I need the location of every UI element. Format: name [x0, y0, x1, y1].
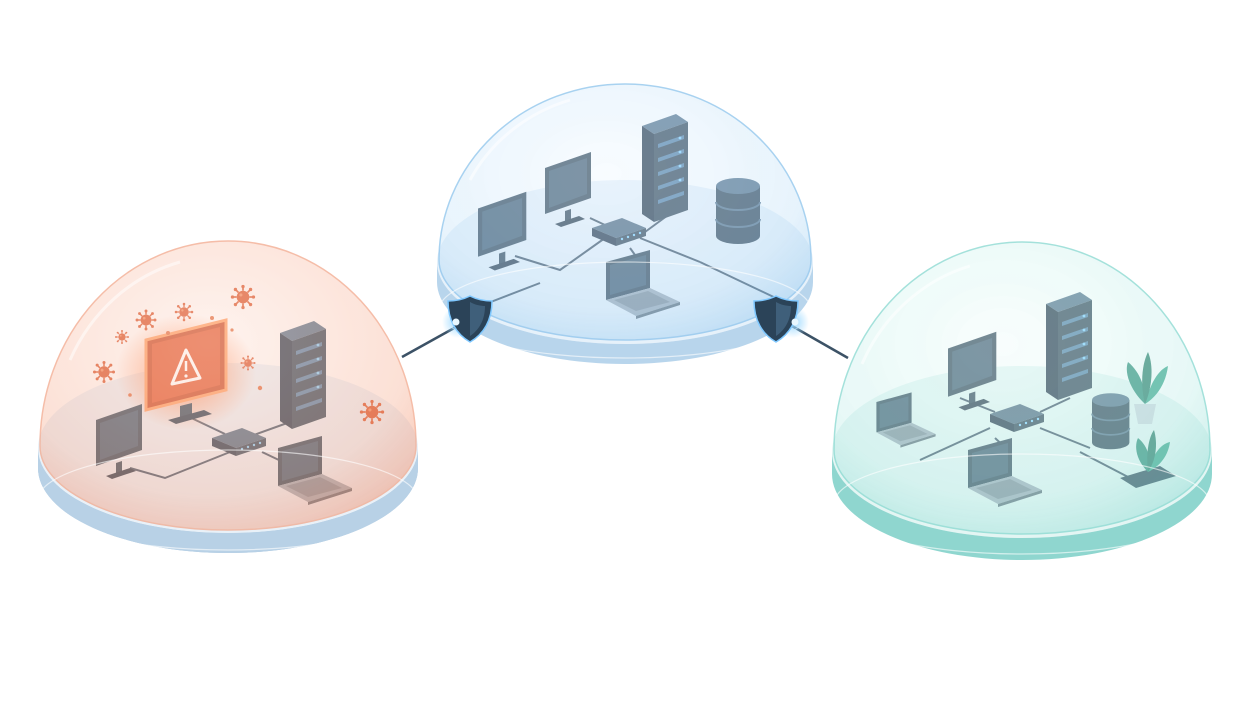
zone-infected-dome [39, 240, 417, 531]
zone-secure [832, 241, 1212, 560]
gateway-left [442, 295, 493, 343]
gateway-right [753, 295, 809, 343]
zone-secure-dome [833, 241, 1211, 535]
zone-core-dome [438, 83, 812, 341]
zone-infected [37, 240, 419, 553]
zone-core [437, 83, 813, 364]
